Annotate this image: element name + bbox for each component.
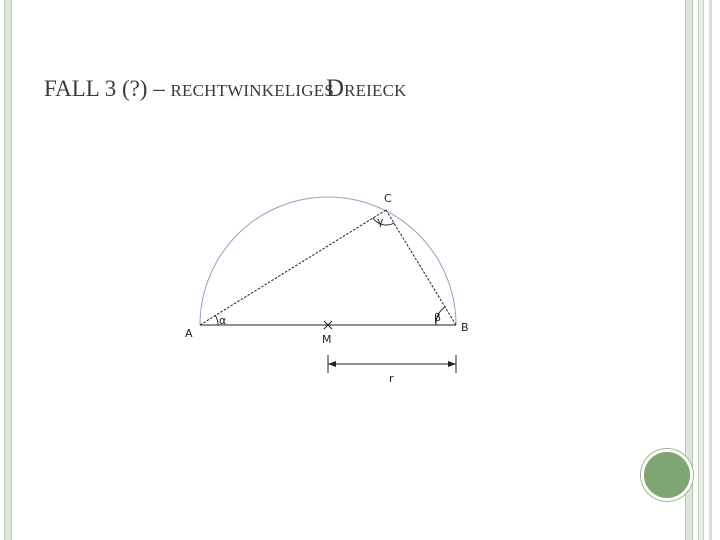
angle-arc-alpha xyxy=(214,314,219,326)
side-ac xyxy=(199,209,387,326)
label-point-c: C xyxy=(384,192,392,205)
label-point-m: M xyxy=(322,333,332,346)
right-frame-strip xyxy=(685,0,693,540)
angle-arc-gamma xyxy=(372,217,395,226)
slide-title: FALL 3 (?) – RECHTWINKELIGESDREIECK xyxy=(44,76,407,101)
label-angle-beta: β xyxy=(434,311,441,324)
left-frame-strip xyxy=(4,0,12,540)
title-part-capital: D xyxy=(326,75,345,102)
title-part-smallcaps-end: REIECK xyxy=(344,81,407,100)
semicircle-arc xyxy=(199,196,457,326)
right-frame-strip-inner xyxy=(698,0,704,540)
side-cb xyxy=(385,209,457,326)
midpoint-cross-2 xyxy=(323,320,333,330)
title-part-smallcaps: RECHTWINKELIGES xyxy=(170,81,334,100)
label-point-a: A xyxy=(185,327,193,340)
label-radius: r xyxy=(389,372,394,385)
triangle-diagram: A B C M α β γ r xyxy=(185,192,469,385)
label-angle-gamma: γ xyxy=(377,215,384,228)
decorative-circle xyxy=(641,449,693,501)
title-part-main: FALL 3 (?) – xyxy=(44,76,171,101)
angle-arc-beta xyxy=(435,306,446,326)
radius-arrow-left xyxy=(328,361,336,367)
label-angle-alpha: α xyxy=(219,314,226,327)
radius-arrow-right xyxy=(448,361,456,367)
right-frame-strip-outer xyxy=(709,0,712,540)
label-point-b: B xyxy=(461,321,469,334)
